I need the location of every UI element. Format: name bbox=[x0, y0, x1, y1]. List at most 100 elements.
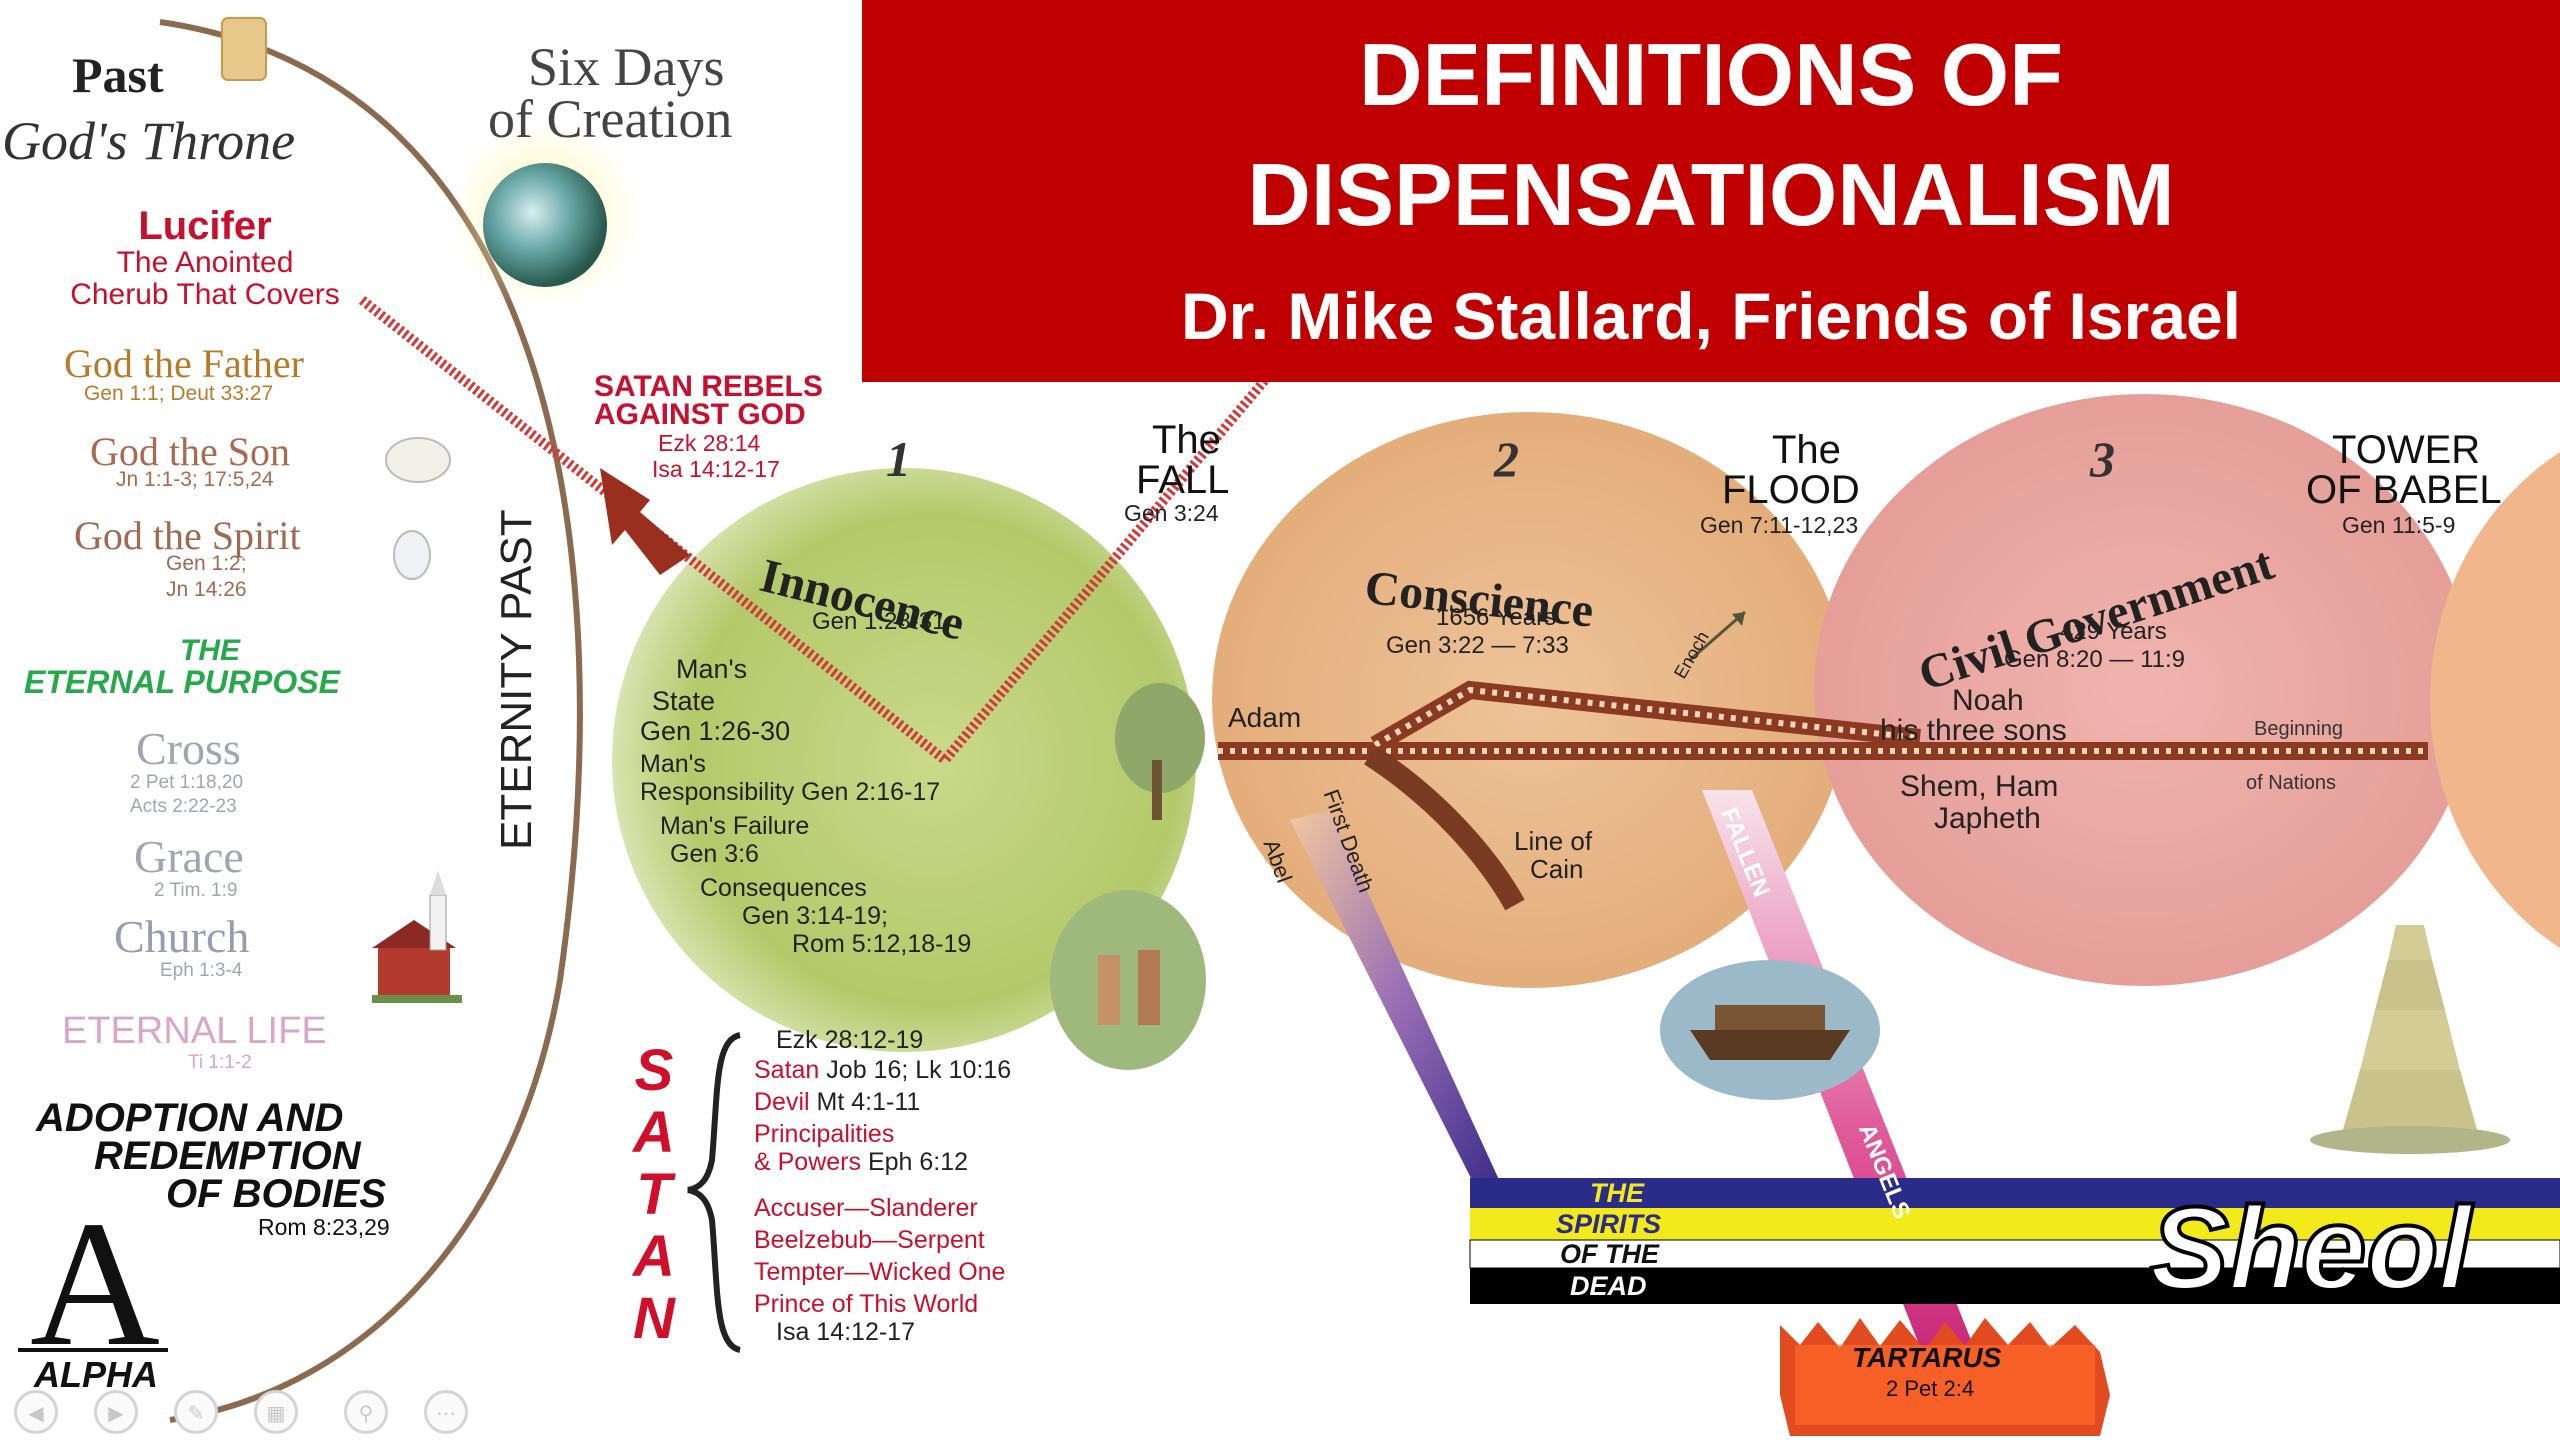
god-spirit-ref-1: Gen 1:2; bbox=[166, 552, 247, 575]
adam-eve-scene bbox=[1050, 890, 1206, 1070]
civil-years: 429 Years bbox=[2060, 618, 2167, 645]
rebel-arrow-icon bbox=[600, 468, 690, 575]
satan-brace bbox=[687, 1032, 742, 1353]
title-line-1: DEFINITIONS OF bbox=[1359, 25, 2063, 124]
church-label: Church bbox=[114, 911, 250, 962]
god-father-label: God the Father bbox=[64, 341, 304, 386]
god-father-ref: Gen 1:1; Deut 33:27 bbox=[84, 382, 274, 405]
adoption-line-2: REDEMPTION bbox=[94, 1134, 361, 1178]
babel-label-1: TOWER bbox=[2332, 428, 2481, 472]
civil-nations-1: Beginning bbox=[2254, 718, 2343, 740]
satan-name-row: Beelzebub—Serpent bbox=[754, 1226, 985, 1255]
alpha-word: ALPHA bbox=[34, 1354, 158, 1395]
conscience-ref: Gen 3:22 — 7:33 bbox=[1386, 632, 1569, 659]
sheol-spirits-2: SPIRITS bbox=[1556, 1209, 1662, 1239]
satan-name: Prince of This World bbox=[754, 1290, 979, 1318]
lucifer-desc-1: The Anointed bbox=[116, 246, 294, 279]
civil-nations-2: of Nations bbox=[2246, 772, 2337, 794]
innocence-cons-1: Consequences bbox=[700, 874, 867, 902]
lucifer-label: Lucifer bbox=[138, 204, 272, 248]
civil-sons-1: Shem, Ham bbox=[1900, 770, 2059, 803]
god-son-label: God the Son bbox=[90, 429, 290, 474]
civil-circle bbox=[1814, 394, 2474, 986]
cross-ref-1: 2 Pet 1:18,20 bbox=[130, 772, 244, 793]
sheol-band-white bbox=[1469, 1239, 2560, 1269]
fall-label-1: The bbox=[1152, 418, 1221, 462]
lucifer-desc-2: Cherub That Covers bbox=[70, 278, 340, 311]
slides-overview-icon[interactable]: ▦ bbox=[254, 1390, 298, 1434]
civil-ref: Gen 8:20 — 11:9 bbox=[2004, 646, 2186, 673]
eternity-arc bbox=[159, 19, 583, 1423]
conscience-cain-2: Cain bbox=[1530, 854, 1584, 884]
fall-label-2: FALL bbox=[1136, 458, 1230, 502]
gods-throne-label: God's Throne bbox=[2, 111, 296, 171]
satan-name: Principalities bbox=[754, 1120, 895, 1148]
dispensation-number-2: 2 bbox=[1494, 431, 1519, 487]
sheol-band-blue bbox=[1470, 1178, 2560, 1208]
zoom-icon[interactable]: ⚲ bbox=[344, 1390, 388, 1434]
satan-name-row: Tempter—Wicked One bbox=[754, 1258, 1005, 1287]
sheol-band-yellow bbox=[1470, 1208, 2560, 1240]
abel-beam bbox=[1290, 810, 1500, 1196]
rebel-line-1: SATAN REBELS bbox=[594, 370, 823, 403]
lamb-icon bbox=[385, 437, 451, 483]
pen-tool-icon[interactable]: ✎ bbox=[174, 1390, 218, 1434]
innocence-state-2: State bbox=[652, 686, 716, 716]
civil-noah-1: Noah bbox=[1952, 684, 2024, 717]
satan-ezk-ref: Ezk 28:12-19 bbox=[776, 1026, 924, 1054]
more-options-icon[interactable]: ⋯ bbox=[424, 1390, 468, 1434]
grace-ref: 2 Tim. 1:9 bbox=[154, 880, 238, 901]
previous-slide-icon[interactable]: ◀ bbox=[14, 1390, 58, 1434]
subtitle: Dr. Mike Stallard, Friends of Israel bbox=[1180, 279, 2242, 353]
dispensation-number-3: 3 bbox=[2090, 431, 2115, 487]
adoption-line-3: OF BODIES bbox=[166, 1172, 387, 1216]
eternity-past-label: ETERNITY PAST bbox=[492, 509, 541, 850]
innocence-fail-1: Man's Failure bbox=[660, 812, 810, 840]
sheol-spirits-4: DEAD bbox=[1570, 1271, 1647, 1301]
conscience-adam: Adam bbox=[1228, 702, 1302, 733]
satan-name-row: & Powers Eph 6:12 bbox=[754, 1148, 968, 1177]
innocence-resp-2: Responsibility Gen 2:16-17 bbox=[640, 778, 941, 806]
satan-name-ref: Job 16; Lk 10:16 bbox=[826, 1056, 1012, 1084]
satan-isa-ref: Isa 14:12-17 bbox=[776, 1318, 915, 1346]
creation-globe-icon bbox=[483, 163, 607, 287]
dispensation-number-1: 1 bbox=[886, 431, 911, 487]
flood-ref: Gen 7:11-12,23 bbox=[1700, 512, 1859, 538]
satan-letter-n: N bbox=[633, 1286, 675, 1351]
tartarus-label: TARTARUS bbox=[1852, 1342, 2002, 1373]
satan-name: Tempter—Wicked One bbox=[754, 1258, 1006, 1286]
cross-ref-2: Acts 2:22-23 bbox=[130, 796, 237, 817]
grace-label: Grace bbox=[134, 831, 244, 882]
dove-icon bbox=[393, 530, 431, 580]
creation-line-2: of Creation bbox=[488, 89, 733, 149]
satan-letter-t: T bbox=[636, 1162, 672, 1227]
satan-name-row: Accuser—Slanderer bbox=[754, 1194, 978, 1223]
satan-letter-s: S bbox=[634, 1038, 674, 1103]
title-banner: DEFINITIONS OF DISPENSATIONALISM Dr. Mik… bbox=[862, 0, 2560, 382]
innocence-state-ref: Gen 1:26-30 bbox=[640, 716, 791, 746]
next-slide-icon[interactable]: ▶ bbox=[94, 1390, 138, 1434]
innocence-fail-2: Gen 3:6 bbox=[670, 840, 759, 868]
god-son-ref: Jn 1:1-3; 17:5,24 bbox=[116, 468, 274, 491]
innocence-state-1: Man's bbox=[676, 654, 748, 684]
adoption-line-1: ADOPTION AND bbox=[36, 1096, 344, 1140]
rebel-line-2: AGAINST GOD bbox=[594, 398, 806, 431]
innocence-resp-1: Man's bbox=[640, 750, 706, 778]
fall-ref: Gen 3:24 bbox=[1124, 500, 1219, 526]
babel-label-2: OF BABEL bbox=[2306, 468, 2502, 512]
babel-ref: Gen 11:5-9 bbox=[2342, 512, 2456, 538]
cross-label: Cross bbox=[136, 723, 241, 774]
tree-icon bbox=[1115, 683, 1205, 793]
conscience-cain-1: Line of bbox=[1514, 826, 1593, 856]
creation-line-1: Six Days bbox=[528, 37, 725, 97]
satan-name: Devil bbox=[754, 1088, 810, 1116]
rebel-ref-1: Ezk 28:14 bbox=[658, 430, 761, 456]
past-label: Past bbox=[72, 47, 164, 103]
satan-letter-a2: A bbox=[633, 1224, 675, 1289]
innocence-ref: Gen 1:28-31 bbox=[812, 608, 946, 635]
satan-name-row: Devil Mt 4:1-11 bbox=[754, 1088, 920, 1117]
adoption-ref: Rom 8:23,29 bbox=[258, 1214, 390, 1240]
satan-name: Accuser—Slanderer bbox=[754, 1194, 978, 1222]
alpha-letter: A bbox=[30, 1184, 160, 1383]
satan-name: & Powers bbox=[754, 1148, 861, 1176]
